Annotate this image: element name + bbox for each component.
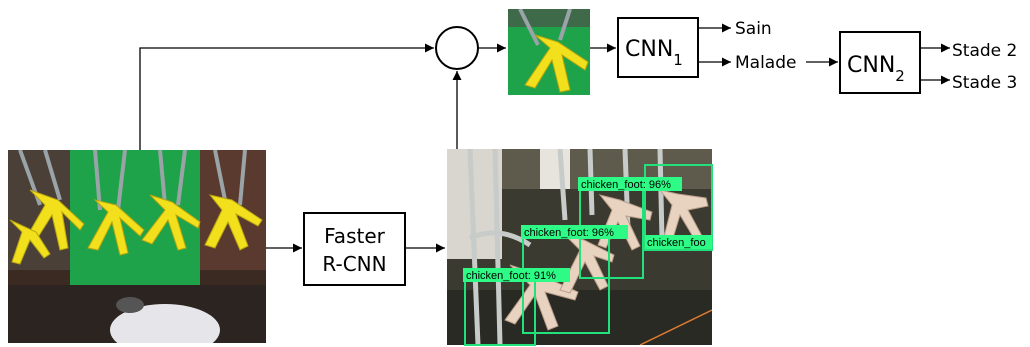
detection-label-2: chicken_foot: 96% <box>524 227 614 239</box>
input-image <box>8 150 266 343</box>
detection-label-3: chicken_foot: 91% <box>466 270 556 282</box>
output-stage2: Stade 2 <box>952 41 1017 61</box>
cnn1-block: CNN1 <box>617 17 699 78</box>
combine-node <box>435 26 479 70</box>
cropped-foot-image <box>508 9 590 95</box>
cnn2-block: CNN2 <box>839 31 921 94</box>
svg-text:CNN1: CNN1 <box>625 37 683 69</box>
detection-label-1: chicken_foot: 96% <box>581 179 671 191</box>
arrow-input-to-node <box>139 43 434 150</box>
detection-label-4: chicken_foo <box>647 237 706 249</box>
output-sick: Malade <box>735 53 796 73</box>
cnn2-subscript: 2 <box>895 67 905 85</box>
detection-box-4 <box>644 164 713 251</box>
detection-boxes: chicken_foot: 96% chicken_foot: 96% chic… <box>463 164 713 346</box>
svg-text:CNN2: CNN2 <box>847 53 905 85</box>
cnn1-label: CNN <box>625 37 673 62</box>
faster-rcnn-block: Faster R-CNN <box>303 212 406 286</box>
cnn1-subscript: 1 <box>673 51 683 69</box>
faster-rcnn-label-line1: Faster <box>324 224 385 248</box>
output-healthy: Sain <box>735 19 772 39</box>
output-stage3: Stade 3 <box>952 73 1017 93</box>
connectors <box>139 23 950 253</box>
cnn2-label: CNN <box>847 53 895 78</box>
faster-rcnn-label-line2: R-CNN <box>322 252 386 276</box>
